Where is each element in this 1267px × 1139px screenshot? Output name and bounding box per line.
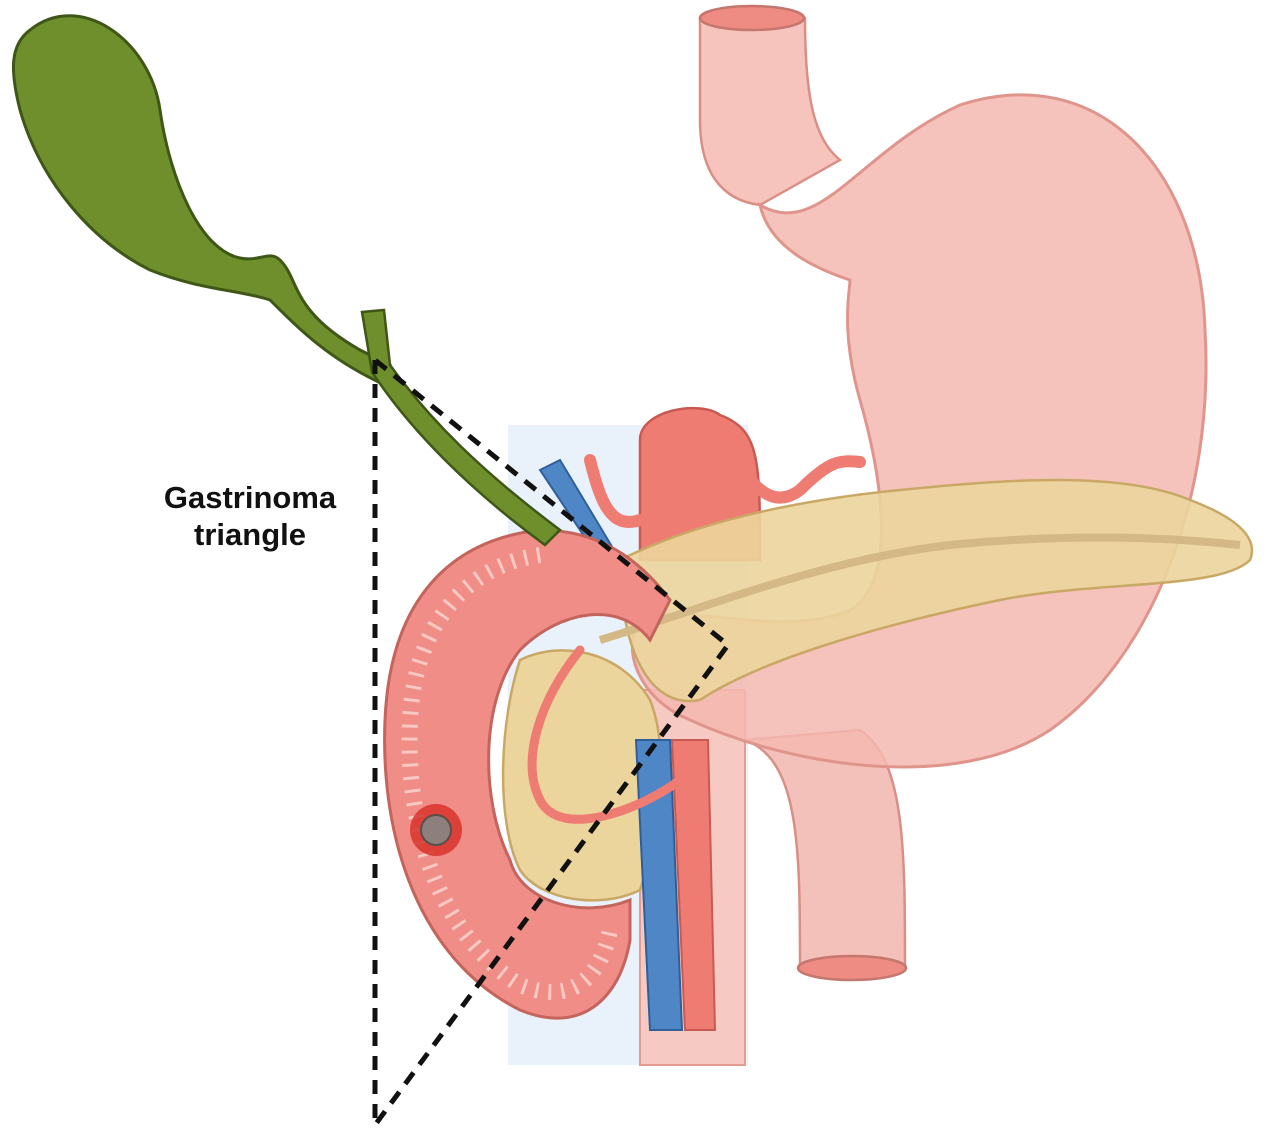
esophagus-opening: [698, 4, 806, 32]
triangle-label-line-1: Gastrinoma: [163, 480, 337, 515]
jejunum-opening: [796, 954, 908, 982]
hepatic-artery: [584, 454, 646, 528]
triangle-label-line-2: triangle: [194, 517, 306, 552]
gallbladder: [11, 14, 392, 388]
stomach: [630, 93, 1208, 769]
pancreatic-duct: [598, 533, 1241, 644]
sm-vein: [634, 739, 684, 1031]
common-bile-duct: [360, 308, 562, 547]
duodenum: [383, 528, 672, 1020]
splenic-artery: [688, 455, 866, 514]
gastrinoma-triangle: [372, 358, 732, 1133]
esophagus: [698, 16, 843, 207]
sm-artery: [670, 739, 717, 1031]
pancreaticoduodenal-artery: [527, 645, 685, 824]
gastrinoma-tumor-icon: [420, 814, 452, 846]
